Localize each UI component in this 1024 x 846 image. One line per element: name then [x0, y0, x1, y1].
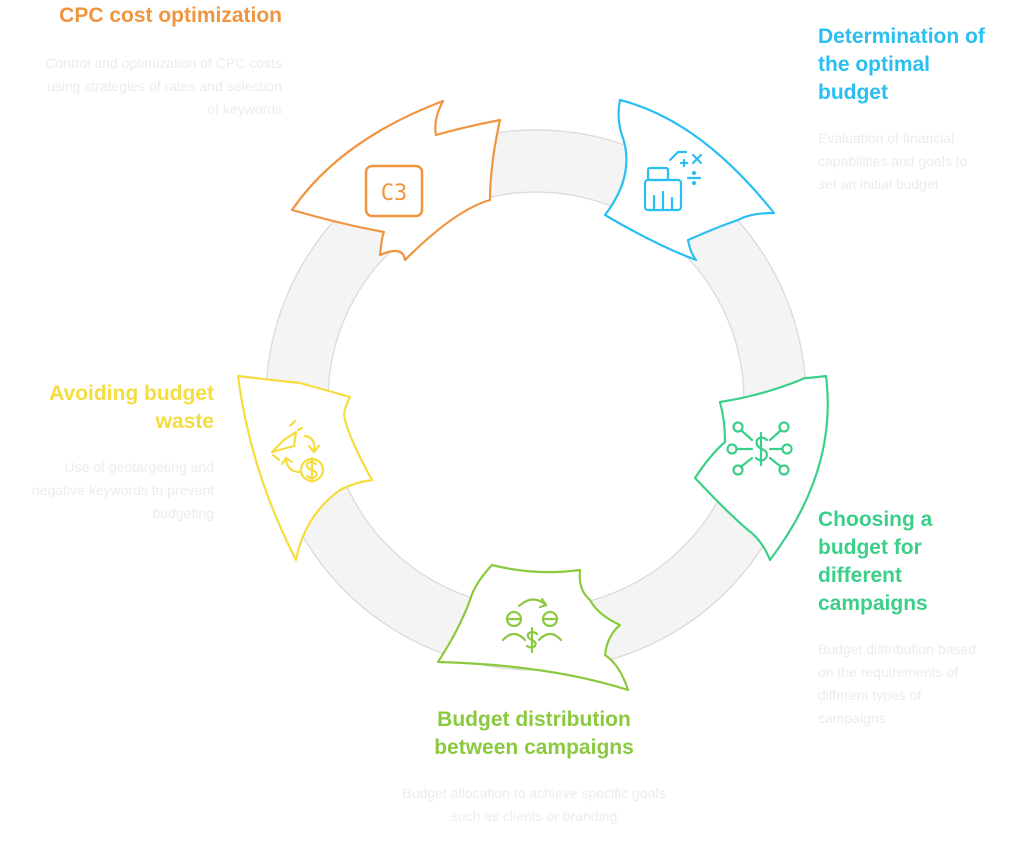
step-optimal: Determination of the optimal budget Eval…: [818, 23, 988, 196]
choosing-arrow-segment: [693, 374, 829, 562]
megaphone-dollar-icon: [270, 419, 325, 484]
calculator-chart-icon: [643, 150, 703, 212]
step-waste: Avoiding budget waste Use of geotargetin…: [14, 380, 214, 525]
step-distribution: Budget distribution between campaigns Bu…: [402, 706, 666, 828]
step-choosing-description: Budget distribution based on the require…: [818, 641, 976, 726]
step-distribution-description: Budget allocation to achieve specific go…: [402, 785, 666, 824]
step-waste-description: Use of geotargeting and negative keyword…: [31, 459, 214, 521]
people-exchange-icon: [501, 597, 563, 654]
step-cpc: CPC cost optimization Control and optimi…: [40, 2, 282, 121]
step-distribution-title: Budget distribution between campaigns: [434, 708, 634, 759]
distribution-arrow-segment: [436, 563, 630, 692]
waste-arrow-segment: [236, 374, 374, 562]
step-optimal-title: Determination of the optimal budget: [818, 25, 985, 104]
step-choosing-title: Choosing a budget for different campaign…: [818, 508, 933, 615]
step-choosing: Choosing a budget for different campaign…: [818, 506, 988, 730]
cpc-arrow-segment: C3: [290, 99, 502, 262]
step-waste-title: Avoiding budget waste: [49, 382, 214, 433]
optimal-arrow-segment: [603, 98, 776, 262]
step-optimal-description: Evaluation of financial capabilities and…: [818, 130, 968, 192]
c3-badge-text: C3: [381, 181, 408, 206]
step-cpc-description: Control and optimization of CPC costs us…: [45, 55, 282, 117]
c3-badge-icon: [364, 164, 424, 218]
step-cpc-title: CPC cost optimization: [59, 4, 282, 27]
dollar-network-icon: [726, 421, 793, 476]
